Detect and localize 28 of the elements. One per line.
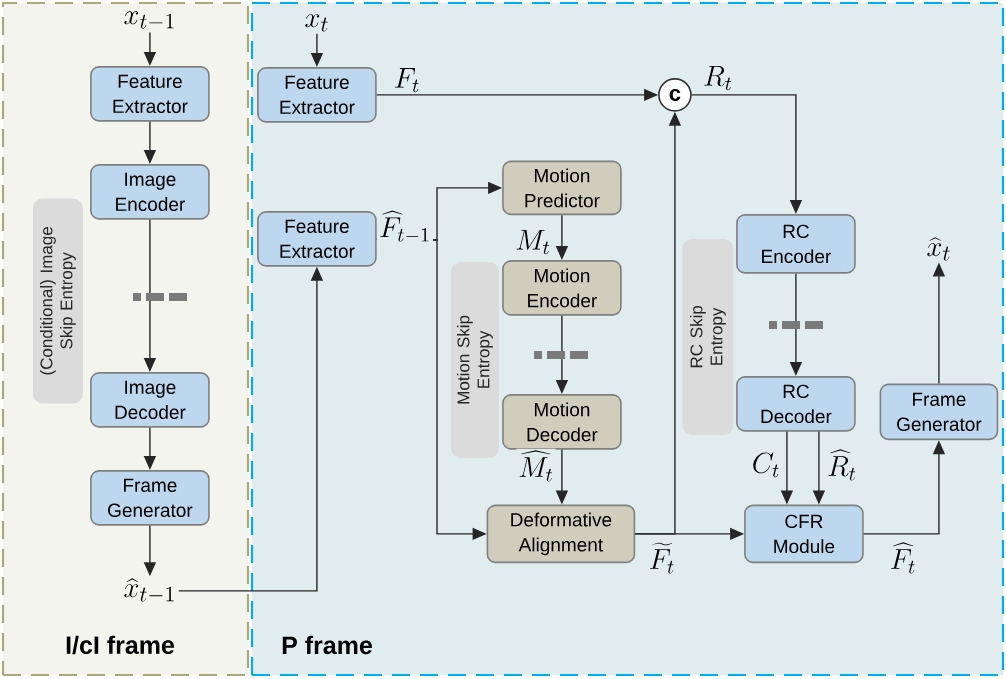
- math-symbol: $x_{t}$: [305, 14, 328, 32]
- process-box: CFR Module: [744, 504, 864, 564]
- edge-label: $C_{t}$: [749, 451, 783, 479]
- process-box: RC Decoder: [736, 376, 856, 432]
- side-band: RC Skip Entropy: [682, 238, 734, 435]
- process-box: Frame Generator: [90, 470, 210, 526]
- edge-label: $F_{t}$: [391, 66, 423, 94]
- process-box: Deformative Alignment: [486, 504, 636, 564]
- process-box: Image Encoder: [90, 164, 210, 220]
- process-box: Feature Extractor: [257, 211, 377, 267]
- process-box: Feature Extractor: [90, 66, 210, 122]
- edge-label: $\widehat{R}_{t}$: [825, 447, 859, 483]
- edge-label: $M_{t}$: [513, 228, 553, 256]
- edge-label: $R_{t}$: [701, 64, 735, 92]
- side-band: Motion Skip Entropy: [450, 261, 499, 458]
- math-symbol: $\widehat{x}_{t}$: [927, 237, 950, 261]
- process-box: Feature Extractor: [257, 67, 377, 123]
- math-symbol: $\widehat{x}_{t-1}$: [124, 578, 174, 602]
- edge-label: $\widehat{F}_{t-1}$: [377, 208, 434, 245]
- process-box: Motion Encoder: [502, 260, 622, 316]
- process-box: Frame Generator: [879, 383, 999, 441]
- process-box: Motion Decoder: [502, 394, 622, 450]
- math-symbol: $x_{t-1}$: [124, 11, 174, 29]
- edge-label: $\widehat{M}_{t}$: [516, 448, 556, 484]
- process-box: Motion Predictor: [502, 160, 622, 216]
- process-box: Image Decoder: [90, 372, 210, 428]
- side-band: (Conditional) Image Skip Entropy: [32, 198, 83, 404]
- process-box: RC Encoder: [736, 214, 856, 274]
